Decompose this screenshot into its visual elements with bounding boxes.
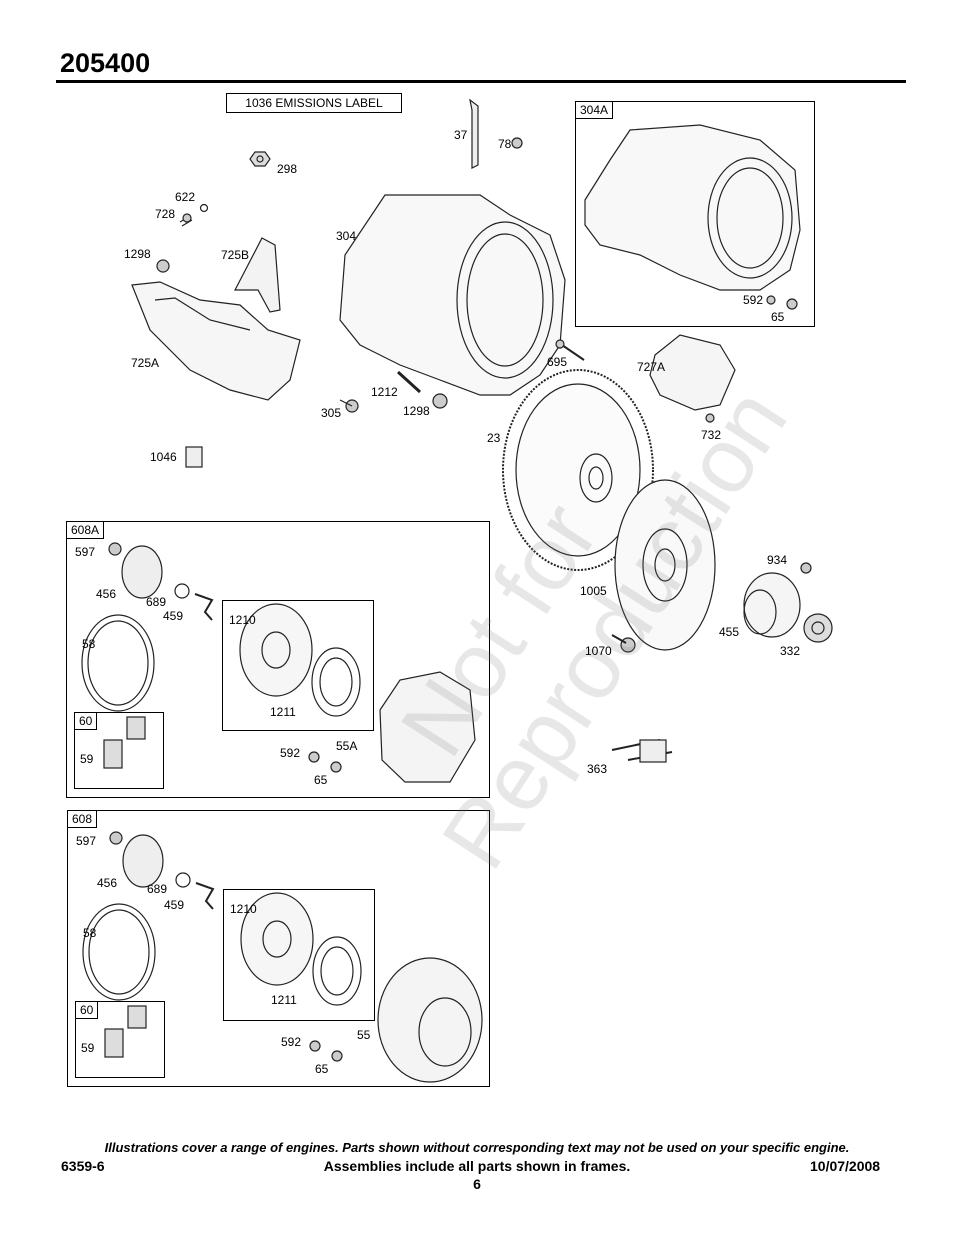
frame-304a: 304A	[575, 101, 815, 327]
part-label-608-456: 456	[97, 876, 118, 890]
frame-608a: 608A	[66, 521, 490, 798]
title-divider	[56, 80, 906, 83]
part-label-608a-1211: 1211	[270, 705, 296, 719]
nut-1298b-drawing	[432, 393, 448, 409]
flywheel-23-drawing	[502, 369, 654, 571]
part-label-1212: 1212	[371, 385, 398, 399]
part-label-725a: 725A	[131, 356, 160, 370]
part-label-37: 37	[454, 128, 468, 142]
bracket-37-drawing	[469, 98, 479, 169]
part-label-455: 455	[719, 625, 740, 639]
part-label-1298-a: 1298	[124, 247, 151, 261]
starter-608-drawing	[82, 831, 483, 1083]
nut-78-drawing	[511, 137, 523, 149]
part-label-725b: 725B	[221, 248, 250, 262]
part-label-608-59: 59	[81, 1041, 95, 1055]
part-label-608-1211: 1211	[271, 993, 297, 1007]
footer-date: 10/07/2008	[810, 1158, 881, 1174]
part-label-608a-59: 59	[80, 752, 94, 766]
page-title: 205400	[60, 48, 151, 78]
part-label-608-689: 689	[147, 882, 168, 896]
shield-727a-drawing	[649, 334, 736, 411]
part-label-732: 732	[701, 428, 722, 442]
part-label-622: 622	[175, 190, 196, 204]
screw-1070-drawing	[611, 634, 636, 653]
part-label-78: 78	[498, 137, 512, 151]
part-label-608-55: 55	[357, 1028, 371, 1042]
frame-60-a-tag: 60	[75, 713, 98, 730]
part-label-608a-592: 592	[280, 746, 301, 760]
footer-assemblies-note: Assemblies include all parts shown in fr…	[323, 1158, 631, 1174]
frame-60-b: 60	[75, 1001, 165, 1078]
part-label-608a-459: 459	[163, 609, 184, 623]
part-label-23: 23	[487, 431, 501, 445]
bracket-725b-drawing	[234, 237, 281, 313]
frame-608: 608	[67, 810, 490, 1087]
part-label-304: 304	[336, 229, 357, 243]
part-label-608a-65: 65	[314, 773, 328, 787]
frame-304a-tag: 304A	[576, 102, 614, 119]
bracket-363-drawing	[611, 739, 673, 763]
part-label-1298-b: 1298	[403, 404, 430, 418]
part-label-608a-597: 597	[75, 545, 96, 559]
frame-1210-b	[223, 889, 375, 1021]
cup-455-drawing	[743, 572, 801, 638]
label-1046-drawing	[185, 446, 203, 468]
bolt-695-drawing	[555, 339, 585, 361]
part-label-934: 934	[767, 553, 788, 567]
part-label-305: 305	[321, 406, 342, 420]
part-label-363: 363	[587, 762, 608, 776]
part-label-728: 728	[155, 207, 176, 221]
frame-608-tag: 608	[68, 811, 98, 828]
frame-60-b-tag: 60	[76, 1002, 99, 1019]
frame-608a-tag: 608A	[67, 522, 105, 539]
screw-934-drawing	[800, 562, 812, 574]
part-label-608-459: 459	[164, 898, 185, 912]
fan-1005-drawing	[614, 479, 716, 651]
part-label-608-65: 65	[315, 1062, 329, 1076]
part-label-695: 695	[547, 355, 568, 369]
screw-732-drawing	[705, 413, 715, 423]
screw-305-drawing	[339, 399, 359, 413]
part-label-608-592: 592	[281, 1035, 302, 1049]
part-label-332: 332	[780, 644, 801, 658]
part-label-1070: 1070	[585, 644, 612, 658]
frame-1210-a	[222, 600, 374, 731]
part-label-608a-689: 689	[146, 595, 167, 609]
part-label-608-1210: 1210	[230, 902, 257, 916]
part-label-608-597: 597	[76, 834, 97, 848]
part-label-608-58: 58	[83, 926, 97, 940]
frame-60-a: 60	[74, 712, 164, 789]
part-label-608a-1210: 1210	[229, 613, 256, 627]
screw-592-top-drawing	[766, 295, 798, 310]
footer-doc-number: 6359-6	[61, 1158, 105, 1174]
part-label-298: 298	[277, 162, 298, 176]
footer-page-number: 6	[473, 1176, 481, 1192]
shield-725a-drawing	[131, 281, 301, 401]
nut-1298-drawing	[156, 259, 170, 273]
blower-housing-304-drawing	[339, 194, 566, 396]
part-label-1046: 1046	[150, 450, 177, 464]
screw-728-drawing	[179, 203, 209, 227]
part-label-608a-55a: 55A	[336, 739, 358, 753]
nut-298-drawing	[249, 151, 271, 167]
part-label-608a-58: 58	[82, 637, 96, 651]
starter-608a-drawing	[81, 542, 476, 783]
part-label-65-top: 65	[771, 310, 785, 324]
footer-disclaimer: Illustrations cover a range of engines. …	[104, 1140, 850, 1155]
emissions-label-box: 1036 EMISSIONS LABEL	[226, 93, 402, 113]
part-label-592-top: 592	[743, 293, 764, 307]
nut-332-drawing	[803, 613, 833, 643]
part-label-608a-456: 456	[96, 587, 117, 601]
part-label-1005: 1005	[580, 584, 607, 598]
blower-housing-304a-drawing	[584, 124, 801, 291]
part-label-727a: 727A	[637, 360, 666, 374]
stud-1212-drawing	[396, 370, 422, 394]
